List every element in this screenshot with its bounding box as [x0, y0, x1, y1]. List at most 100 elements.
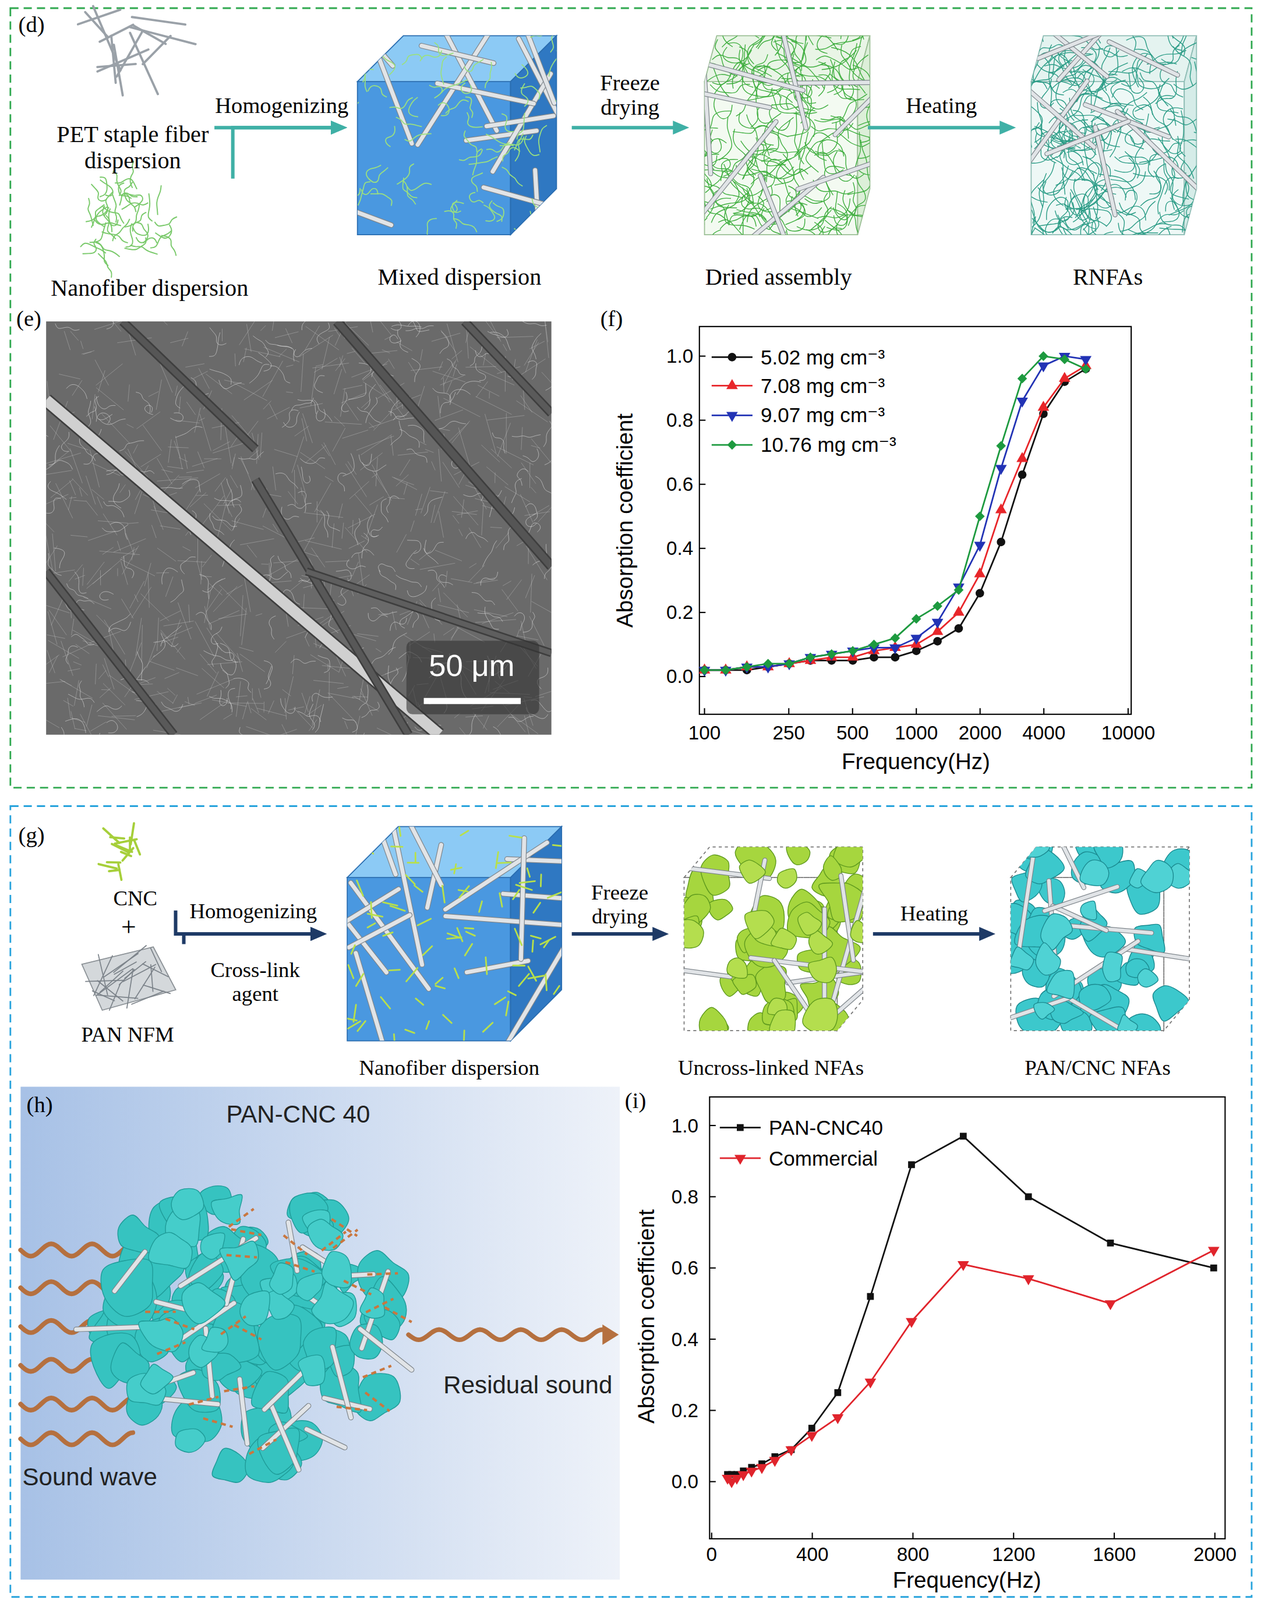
fiber-strand — [314, 483, 331, 512]
nanofiber — [290, 659, 316, 664]
sound-wave — [20, 1433, 133, 1446]
fiber-strand — [46, 470, 72, 476]
nanofiber — [671, 214, 708, 232]
nanofiber — [108, 490, 130, 503]
nanofiber — [750, 159, 791, 185]
nanofiber — [287, 503, 312, 509]
fiber-strand — [415, 509, 423, 511]
fiber-strand — [49, 656, 58, 674]
fiber-strand — [117, 568, 118, 577]
nanofiber — [212, 641, 218, 667]
fiber-strand — [242, 702, 248, 719]
fiber-strand — [349, 481, 369, 500]
nanofiber — [220, 663, 230, 689]
fiber-rod — [835, 72, 899, 135]
fiber-strand — [224, 502, 232, 518]
fiber-strand — [256, 434, 259, 464]
fiber-strand — [186, 470, 204, 473]
nanofiber — [1135, 223, 1168, 250]
cube-texture — [310, 782, 583, 1074]
nanofiber — [407, 540, 422, 554]
nanofiber — [463, 493, 483, 501]
fiber-strand — [305, 326, 339, 351]
fiber-strand — [325, 422, 362, 425]
fiber-strand — [99, 687, 111, 698]
nanofiber — [233, 678, 252, 694]
fiber-strand — [98, 670, 106, 680]
nanofiber — [1154, 197, 1179, 226]
nanofiber — [502, 167, 524, 187]
fiber-strand — [160, 610, 181, 621]
fiber-rod — [703, 61, 711, 174]
fiber-strand — [376, 728, 402, 735]
panel-border — [10, 806, 1252, 1598]
fiber-strand — [328, 672, 330, 701]
nanofiber — [465, 532, 489, 542]
fiber-strand — [240, 595, 243, 637]
fiber-strand — [464, 944, 473, 956]
fiber-strand — [552, 845, 563, 847]
nanofiber — [742, 0, 759, 38]
aerogel-sheet — [726, 958, 748, 979]
microfiber — [46, 571, 174, 735]
fiber-rod — [486, 115, 554, 127]
fiber-strand — [292, 655, 295, 674]
nanofiber — [121, 202, 149, 210]
nanofiber — [396, 117, 422, 127]
nanofiber — [119, 193, 138, 206]
fiber-strand — [475, 619, 516, 623]
fiber-rod — [698, 92, 770, 108]
fiber-strand — [354, 494, 374, 518]
nanofiber — [710, 84, 750, 94]
fiber-strand — [69, 481, 76, 496]
nanofiber — [1071, 231, 1114, 244]
fiber-rod — [1017, 846, 1035, 960]
fiber-strand — [194, 408, 201, 433]
fiber-strand — [86, 705, 93, 727]
fiber-strand — [199, 700, 228, 720]
fiber-strand — [46, 533, 53, 570]
nanofiber — [482, 540, 497, 567]
nanofiber — [1062, 227, 1093, 263]
fiber-strand — [167, 627, 193, 639]
fiber-rod — [486, 115, 554, 127]
fiber-rod — [698, 121, 776, 218]
fiber-strand — [310, 654, 339, 672]
fiber-strand — [323, 442, 336, 465]
fiber-strand — [70, 717, 86, 723]
nanofiber — [531, 198, 552, 214]
nanofiber — [362, 733, 376, 736]
fiber-strand — [47, 634, 65, 639]
fiber-strand — [217, 504, 241, 507]
fiber-strand — [92, 991, 115, 1002]
fiber-strand — [196, 495, 208, 497]
nanofiber — [396, 574, 422, 588]
fiber-strand — [128, 384, 130, 402]
fiber-strand — [241, 459, 249, 474]
fiber-strand — [86, 500, 98, 516]
fiber-rod — [1037, 33, 1101, 59]
nanofiber — [1188, 217, 1221, 236]
fiber-strand — [417, 386, 425, 408]
fiber-strand — [46, 453, 81, 465]
nanofiber — [696, 46, 710, 84]
nanofiber — [1032, 181, 1047, 228]
fiber-strand — [465, 366, 497, 367]
fiber-strand — [431, 333, 461, 342]
fiber-strand — [108, 870, 120, 872]
fiber-strand — [406, 968, 418, 982]
fiber-strand — [134, 840, 141, 855]
nanofiber — [1014, 43, 1034, 82]
fiber-strand — [439, 361, 443, 371]
nanofiber — [314, 375, 325, 394]
nanofiber — [848, 182, 857, 226]
fiber-strand — [405, 1029, 415, 1034]
fiber-rod — [841, 876, 854, 961]
fiber-rod — [371, 806, 396, 875]
nanofiber — [1128, 226, 1172, 238]
nanofiber — [258, 352, 272, 372]
nanofiber — [222, 659, 236, 676]
fiber-strand — [376, 648, 382, 653]
nanofiber — [1064, 217, 1101, 231]
fiber-strand — [157, 458, 173, 485]
